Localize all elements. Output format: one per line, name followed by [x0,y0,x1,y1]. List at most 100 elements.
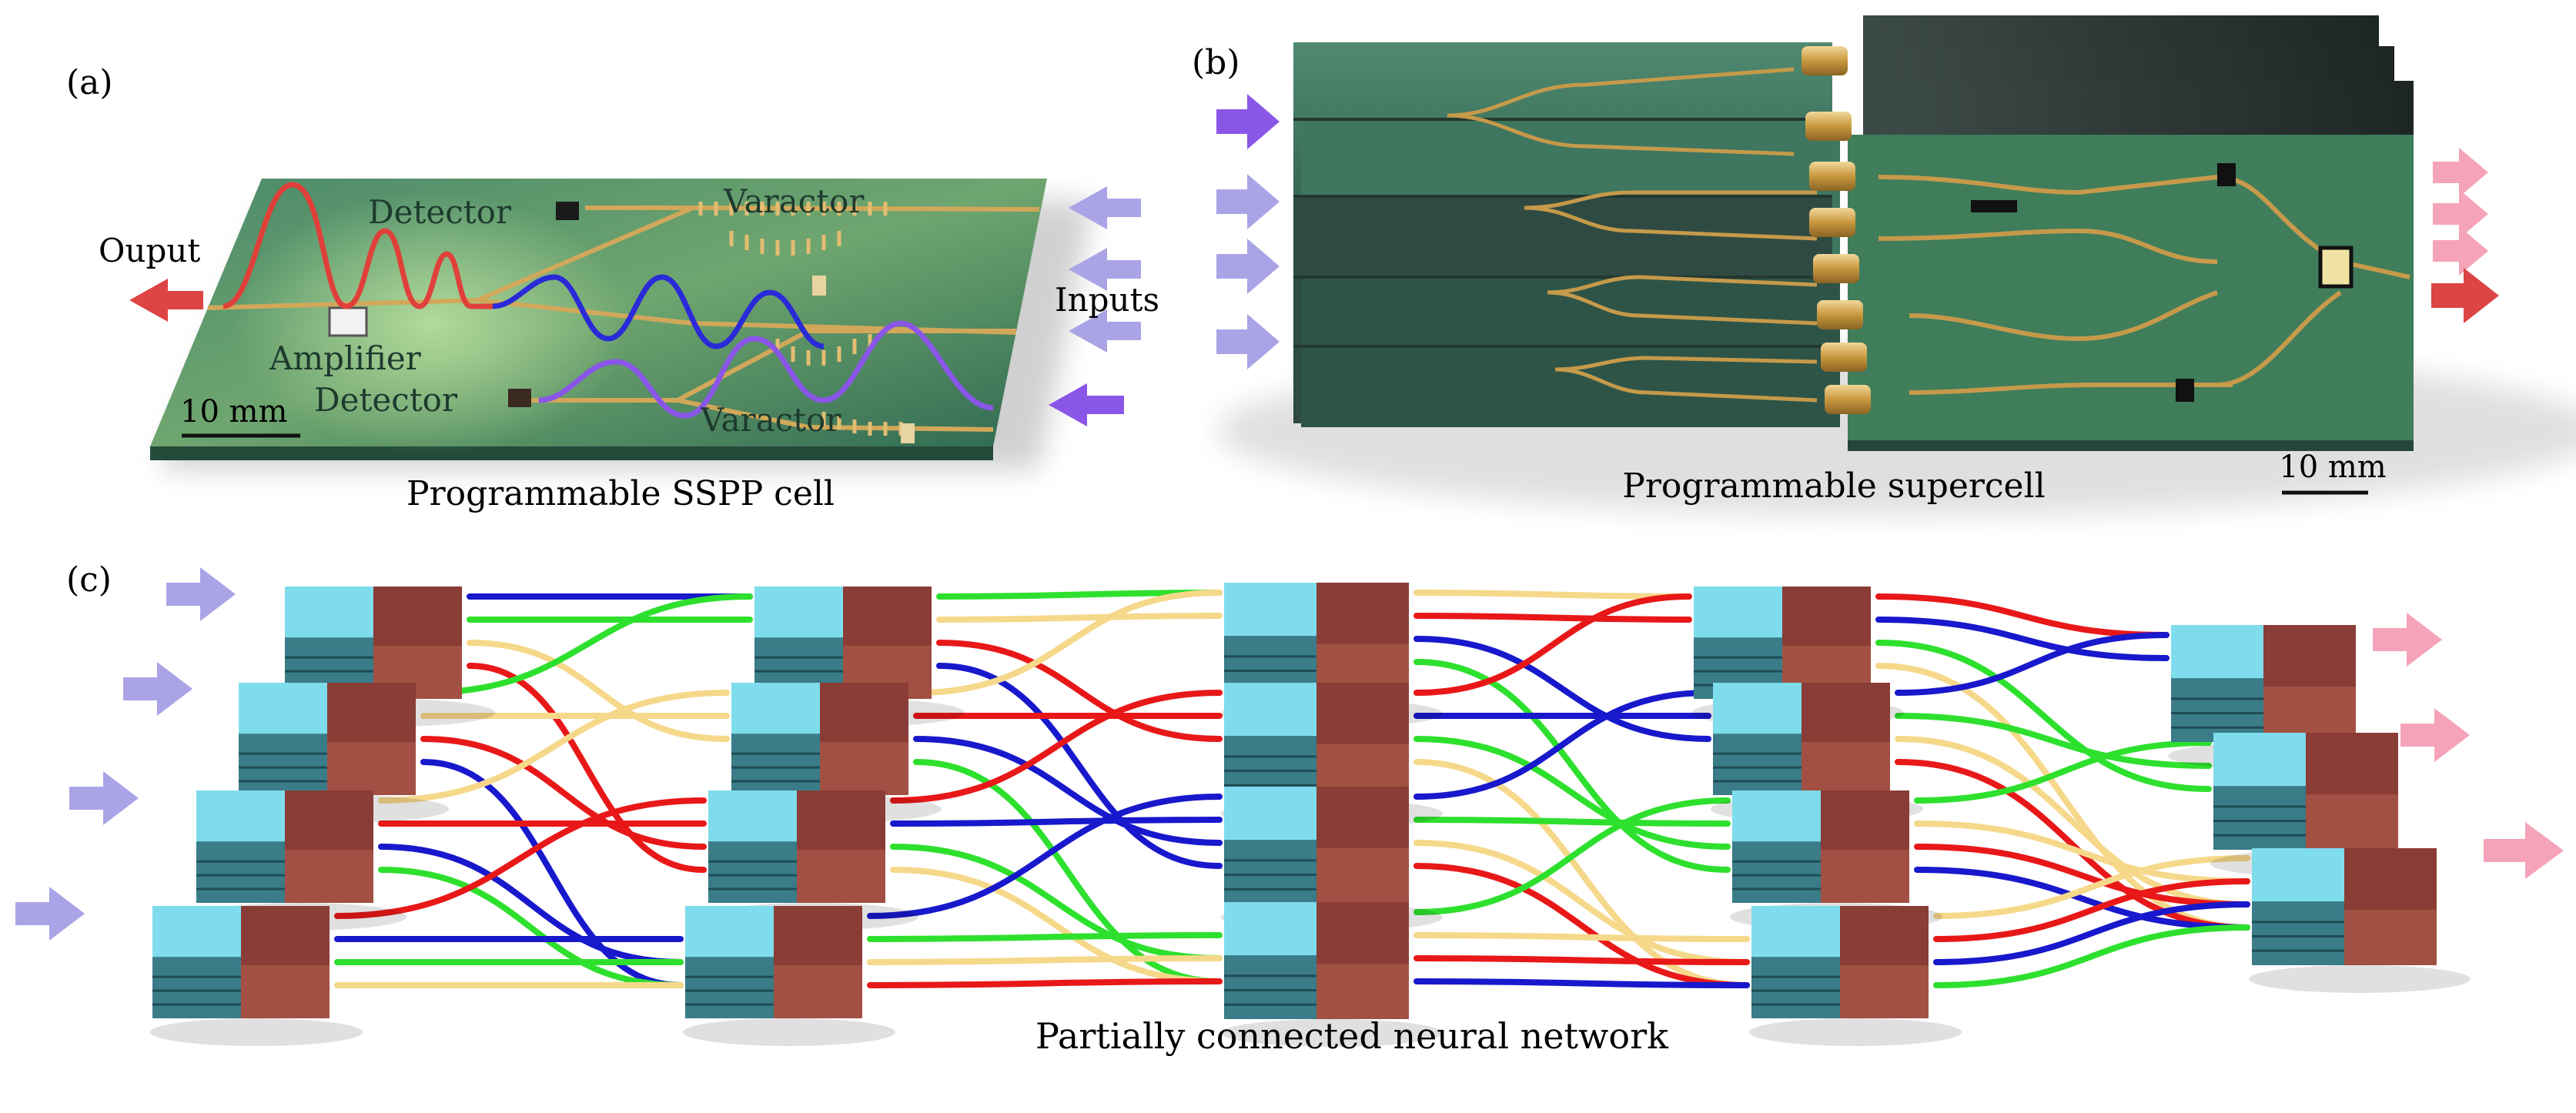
connection-wire [936,590,1223,600]
varactor-top-chip [812,276,826,296]
connection-wire [1413,863,1750,988]
connection-wire [378,867,684,988]
connection-wire [1914,867,2250,931]
input-arrows-a [1049,186,1141,426]
blue-wave [492,274,825,349]
connection-wire [420,759,684,988]
connection-wire [890,690,1223,804]
connection-wire [1413,593,1692,696]
connection-wire [913,590,1223,696]
varactor-bottom-chip [901,423,915,443]
inputs-label: Inputs [1055,281,1159,319]
connection-wire [1875,617,2170,661]
output-arrows-b [2431,148,2499,323]
neuron-cube [283,587,495,727]
connection-wire [1413,736,1731,850]
varactor-top-label: Varactor [723,182,865,220]
connection-wire [1933,924,2250,988]
detector-top-label: Detector [368,193,512,231]
connection-wire [420,736,707,850]
neuron-cube [1730,790,1942,931]
connection-wire [1875,640,2212,792]
connection-wire [467,640,730,742]
amplifier-chip [328,306,368,337]
connection-wire [867,978,1223,988]
connection-wire [1895,736,2250,907]
connection-wire [420,593,753,696]
connection-wire [1933,901,2250,965]
connection-wire [1413,817,1731,827]
connection-wire [378,690,730,804]
neuron-cube [683,906,895,1046]
panel-b-caption: Programmable supercell [1622,466,2045,506]
connection-wire [1413,636,1711,742]
connection-wire [1933,855,2250,919]
connection-wire [1413,659,1731,873]
panel-c-caption: Partially connected neural network [1035,1015,1669,1057]
connection-wire [1413,932,1750,942]
detector-bottom-chip [508,389,531,407]
connection-wire [1895,632,2170,696]
sspp-board-edge [150,446,993,460]
connection-wire [467,663,707,873]
panel-a: (a) Ouput [66,63,1159,513]
connection-wire [334,797,707,919]
output-board [1848,135,2414,451]
connection-wire [867,932,1223,942]
panel-b: (b) [1192,15,2576,516]
neuron-cube [1221,683,1443,827]
detector-bottom-label: Detector [314,381,458,419]
connection-wire [867,955,1223,965]
connection-wire [936,613,1223,623]
neuron-cube [1221,902,1443,1047]
connection-wire [936,663,1223,869]
connection-wire [1413,955,1750,965]
input-arrows-c [15,567,236,941]
connection-wire [1413,840,1750,965]
connection-wire [1895,713,2212,769]
connection-wire [1933,878,2250,942]
connection-wire [1413,759,1750,988]
output-arrows-c [2373,613,2564,879]
scale-bar-a-label: 10 mm [180,394,287,429]
connection-wire [1413,690,1711,800]
output-arrow [129,279,203,322]
panel-a-label: (a) [66,63,113,102]
connection-wire [1875,663,2250,931]
amplifier-label: Amplifier [269,339,422,377]
connection-wire [913,759,1223,984]
detector-top-chip [556,202,579,220]
connection-wire [1413,797,1731,915]
neuron-cube [2249,848,2471,993]
input-arrows-b [1216,94,1280,369]
network-wires [334,590,2250,989]
neuron-cube [1749,906,1962,1046]
connection-wire [1895,759,2250,931]
connection-wire [1875,593,2170,638]
output-board-chips [1971,163,2354,402]
neuron-cube [150,906,363,1046]
connection-wire [1914,844,2250,907]
connection-wire [890,817,1223,827]
purple-wave [538,320,994,419]
output-wave [222,182,493,309]
connection-wire [867,794,1223,919]
connection-wire [378,844,684,965]
output-label: Ouput [99,232,200,269]
connection-wire [1413,613,1692,623]
panel-b-label: (b) [1192,43,1240,82]
panel-c: (c) Partially connected neural network [15,560,2564,1057]
connection-wire [890,844,1223,961]
connection-wire [1914,821,2250,884]
sspp-corrugations [698,202,903,436]
network-neurons [150,583,2471,1047]
connection-wire [1413,590,1692,600]
connection-wire [1914,740,2212,804]
panel-a-caption: Programmable SSPP cell [406,474,835,513]
connection-wire [936,640,1223,742]
panel-c-label: (c) [66,560,112,600]
varactor-bottom-label: Varactor [700,401,841,439]
sma-connectors [1802,46,1871,414]
